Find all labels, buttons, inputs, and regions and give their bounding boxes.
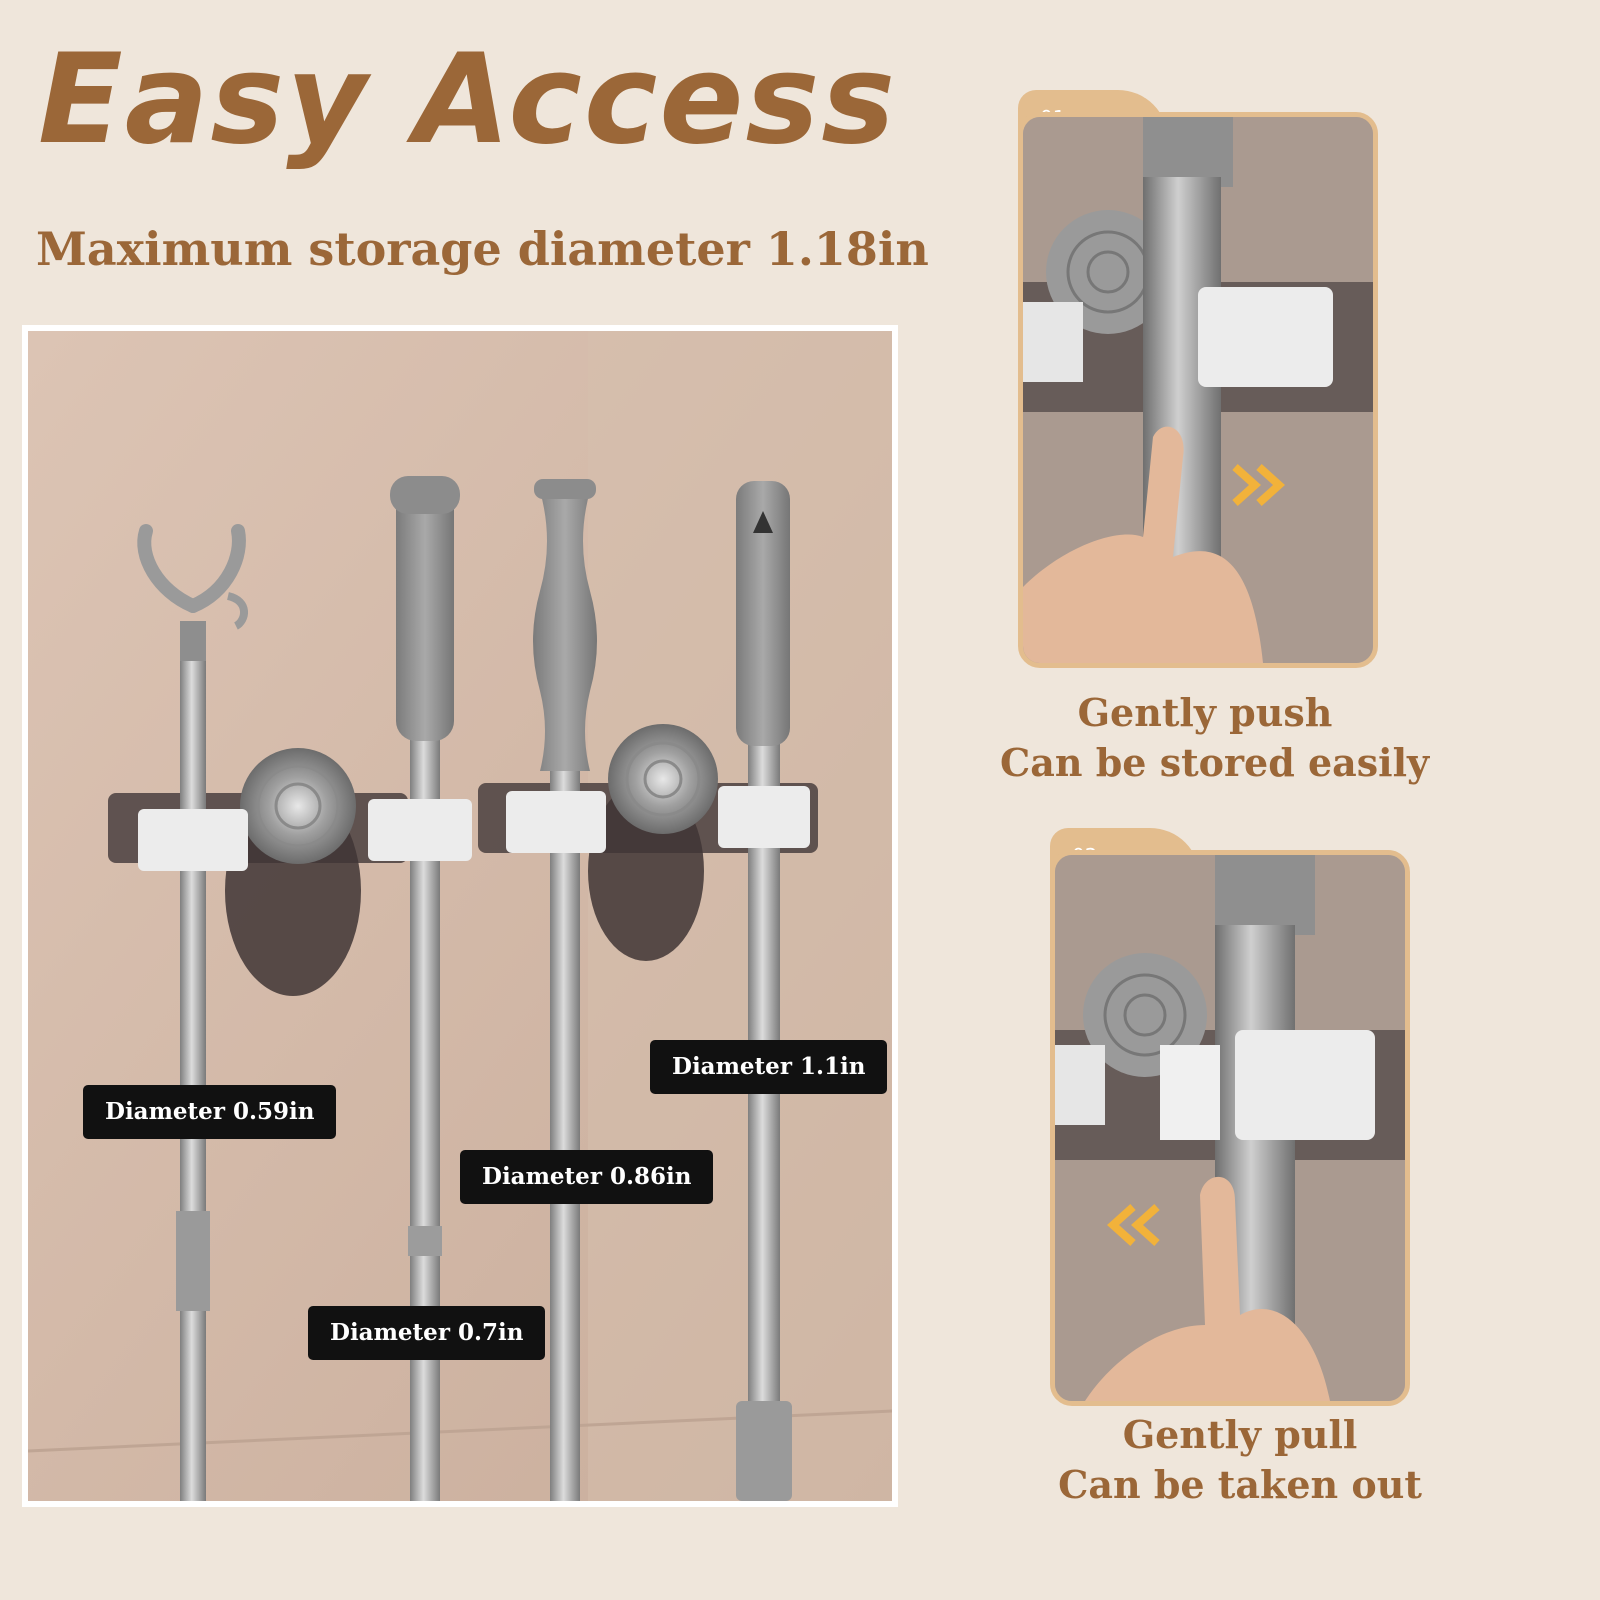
diameter-label-0-86: Diameter 0.86in — [460, 1150, 714, 1204]
double-chevron-left-icon — [1107, 1204, 1160, 1246]
diameter-label-0-7: Diameter 0.7in — [308, 1306, 546, 1360]
diameter-label-0-59: Diameter 0.59in — [83, 1085, 337, 1139]
step-push-illustration — [1023, 117, 1373, 663]
step-pull-photo — [1050, 850, 1410, 1406]
subheadline: Maximum storage diameter 1.18in — [36, 222, 929, 276]
step-push: 01 — [1018, 90, 1388, 670]
step-pull-caption: Gently pull Can be taken out — [1040, 1410, 1440, 1510]
double-chevron-right-icon — [1232, 464, 1285, 506]
headline: Easy Access — [38, 28, 898, 172]
caption-line1: Gently pull — [1122, 1412, 1358, 1457]
caption-line2: Can be taken out — [1058, 1462, 1422, 1507]
step-push-photo — [1018, 112, 1378, 668]
caption-line2: Can be stored easily — [1000, 740, 1430, 785]
step-push-caption: Gently push Can be stored easily — [1000, 688, 1430, 788]
step-pull: 02 — [1050, 828, 1420, 1408]
caption-line1: Gently push — [1077, 690, 1333, 735]
step-pull-illustration — [1055, 855, 1405, 1401]
diameter-label-1-1: Diameter 1.1in — [650, 1040, 888, 1094]
